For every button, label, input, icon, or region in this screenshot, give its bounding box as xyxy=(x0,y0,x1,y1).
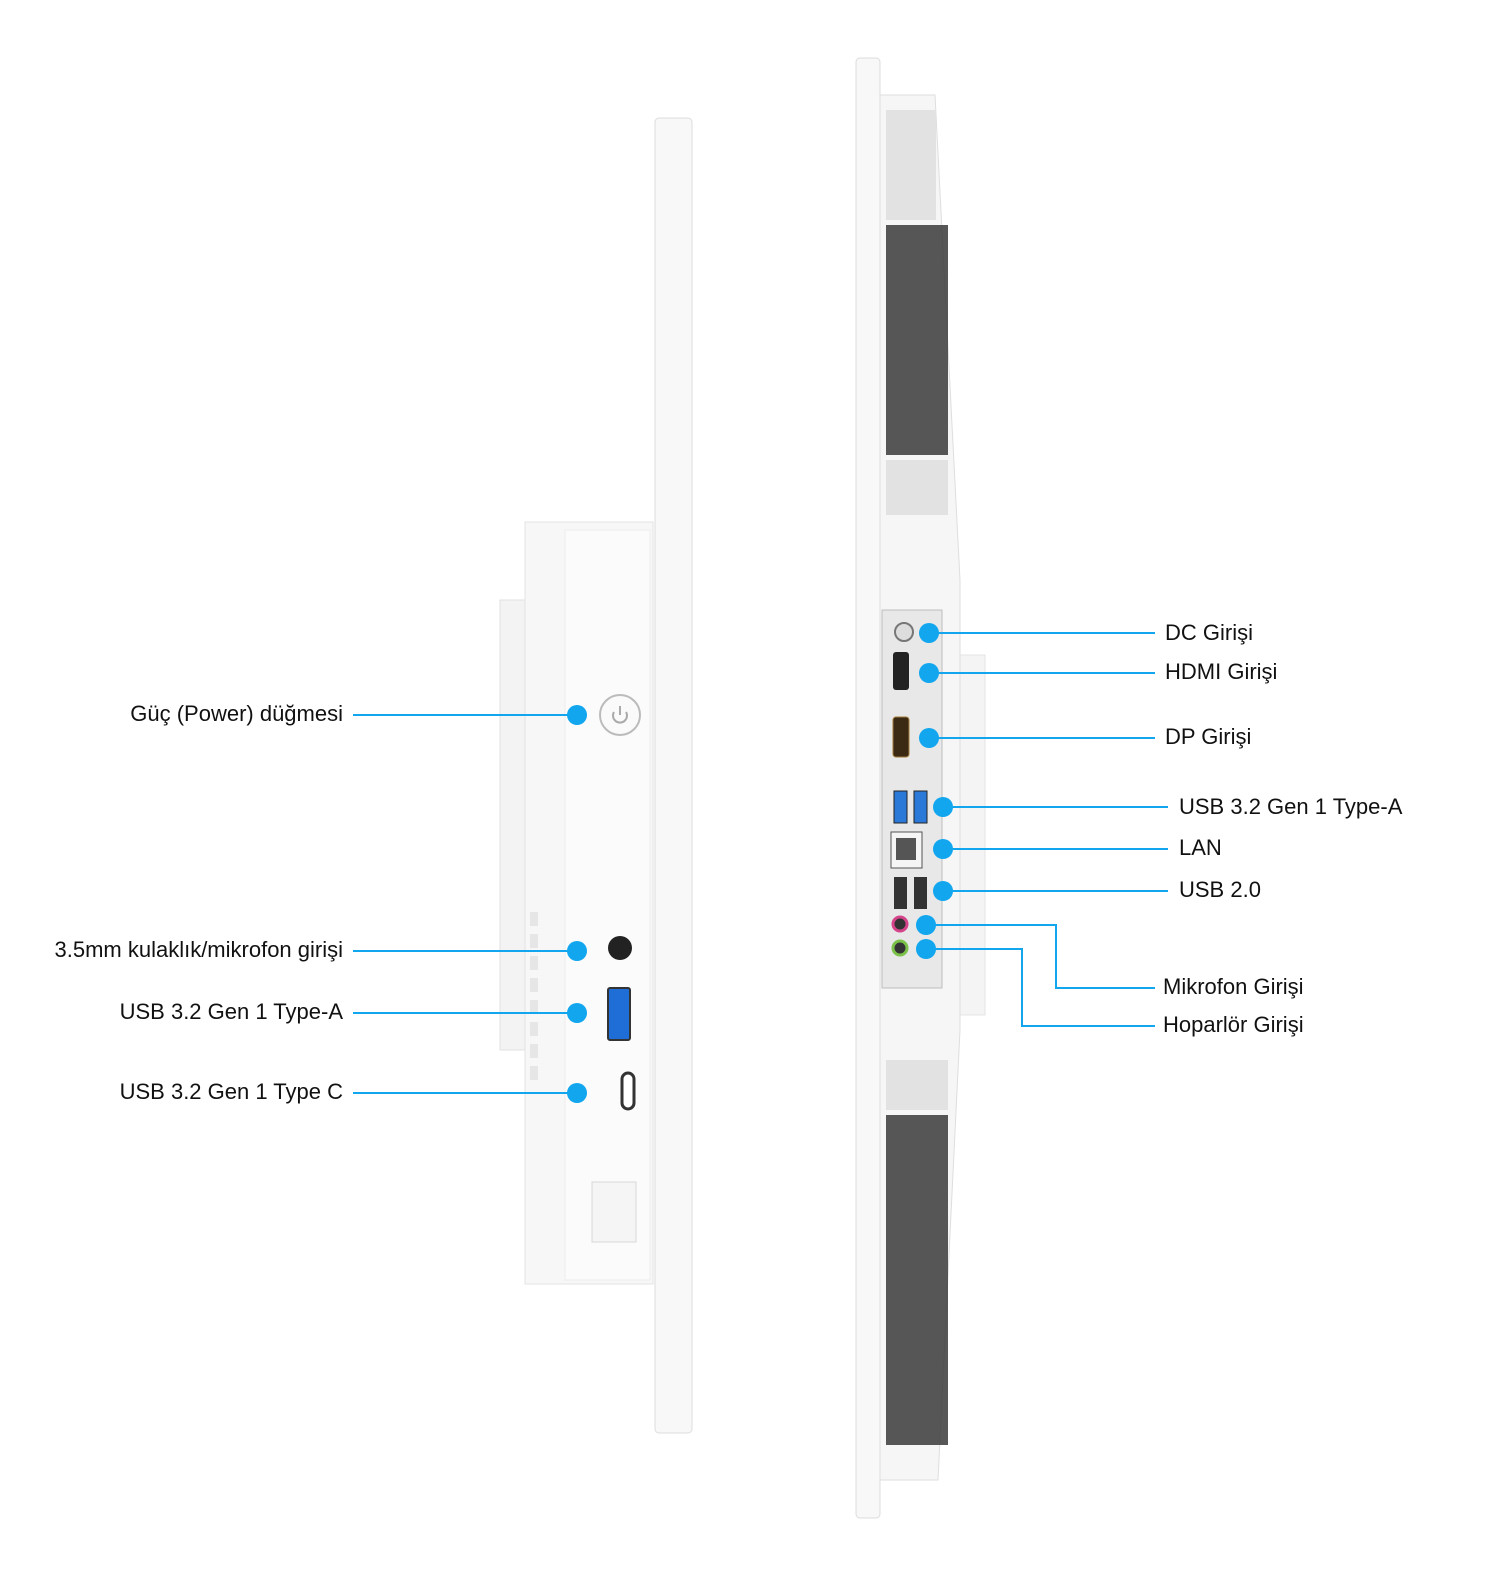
callout-dot xyxy=(919,663,939,683)
label-audio-jack: 3.5mm kulaklık/mikrofon girişi xyxy=(54,937,343,962)
usb2-port-icon xyxy=(914,877,927,909)
usb2-port-icon xyxy=(894,877,907,909)
callout-dot xyxy=(933,881,953,901)
mic-jack-icon xyxy=(891,915,909,933)
callout-dot xyxy=(919,623,939,643)
label-usb-c: USB 3.2 Gen 1 Type C xyxy=(119,1079,343,1104)
callout-dot xyxy=(567,941,587,961)
vent-slots xyxy=(530,912,538,1080)
callout-dot xyxy=(916,915,936,935)
leader-line-mic xyxy=(926,924,1155,989)
label-usb-a: USB 3.2 Gen 1 Type-A xyxy=(119,999,343,1024)
left-monitor-side-view xyxy=(499,117,693,1434)
label-usb3-type-a: USB 3.2 Gen 1 Type-A xyxy=(1179,794,1403,819)
usb-a-port-icon xyxy=(607,987,631,1041)
callout-dot xyxy=(567,1083,587,1103)
right-monitor-side-view xyxy=(855,57,986,1519)
usb-c-port-icon xyxy=(620,1071,636,1111)
label-dp-input: DP Girişi xyxy=(1165,724,1252,749)
speaker-jack-icon xyxy=(891,939,909,957)
label-speaker-input: Hoparlör Girişi xyxy=(1163,1012,1304,1037)
usb3-port-icon xyxy=(913,790,928,824)
audio-jack-icon xyxy=(608,936,632,960)
label-lan: LAN xyxy=(1179,835,1222,860)
leader-line-speaker xyxy=(926,948,1155,1027)
label-dc-input: DC Girişi xyxy=(1165,620,1253,645)
callout-dot xyxy=(916,939,936,959)
label-mic-input: Mikrofon Girişi xyxy=(1163,974,1304,999)
label-usb2: USB 2.0 xyxy=(1179,877,1261,902)
dc-port-icon xyxy=(894,622,914,642)
label-hdmi-input: HDMI Girişi xyxy=(1165,659,1278,684)
vent-grille-top xyxy=(886,225,948,455)
callout-dot xyxy=(933,797,953,817)
hdmi-port-icon xyxy=(893,652,909,690)
vent-grille-bottom xyxy=(886,1115,948,1445)
callout-dots xyxy=(567,623,953,1103)
callout-dot xyxy=(933,839,953,859)
leader-lines xyxy=(353,632,1168,1094)
callout-dot xyxy=(919,728,939,748)
dp-port-icon xyxy=(892,716,910,758)
label-power-button: Güç (Power) düğmesi xyxy=(130,701,343,726)
power-button-icon xyxy=(599,694,641,736)
callout-dot xyxy=(567,705,587,725)
usb3-port-icon xyxy=(893,790,908,824)
callout-dot xyxy=(567,1003,587,1023)
